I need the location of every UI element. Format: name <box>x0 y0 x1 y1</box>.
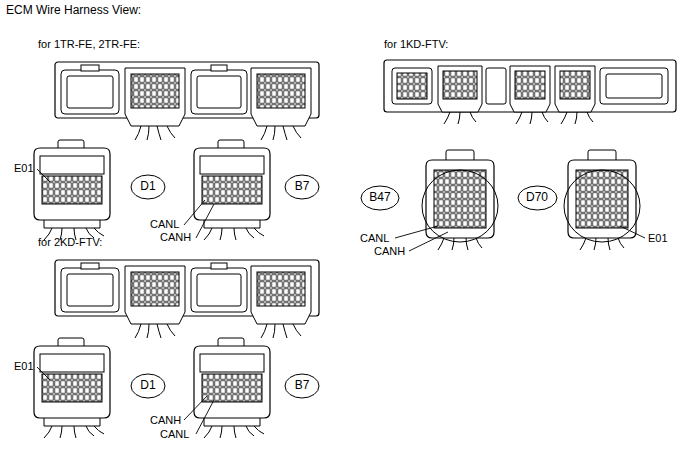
pin-label: E01 <box>648 232 668 245</box>
pin-label: CANH <box>150 414 181 427</box>
connector-code-oval: B47 <box>360 185 400 211</box>
connector-code: B47 <box>369 191 390 205</box>
connector-code-oval: B7 <box>284 174 320 200</box>
pin-label: CANL <box>160 428 189 441</box>
connector-code-oval: D70 <box>517 185 558 211</box>
oval-shape <box>285 374 319 398</box>
pin-label: CANH <box>374 245 405 258</box>
oval-shape <box>131 374 165 398</box>
pin-label: E01 <box>14 162 34 175</box>
oval-shape <box>361 186 399 210</box>
engine-caption: for 1TR-FE, 2TR-FE: <box>38 38 140 51</box>
pin-label: CANL <box>150 218 179 231</box>
engine-caption: for 1KD-FTV: <box>384 38 448 51</box>
connector-code-oval: B7 <box>284 373 320 399</box>
connector-code: B7 <box>295 379 310 393</box>
oval-shape <box>518 186 557 210</box>
connector-code-oval: D1 <box>130 174 166 200</box>
connector-code: D1 <box>140 379 155 393</box>
pin-label: CANL <box>360 232 389 245</box>
connector-code: D1 <box>140 180 155 194</box>
connector-code-oval: D1 <box>130 373 166 399</box>
diagram-title: ECM Wire Harness View: <box>6 4 141 18</box>
oval-shape <box>131 175 165 199</box>
pin-label: E01 <box>14 360 34 373</box>
oval-shape <box>285 175 319 199</box>
connector-code: B7 <box>295 180 310 194</box>
engine-caption: for 2KD-FTV: <box>38 236 102 249</box>
pin-label: CANH <box>160 231 191 244</box>
connector-code: D70 <box>526 191 548 205</box>
